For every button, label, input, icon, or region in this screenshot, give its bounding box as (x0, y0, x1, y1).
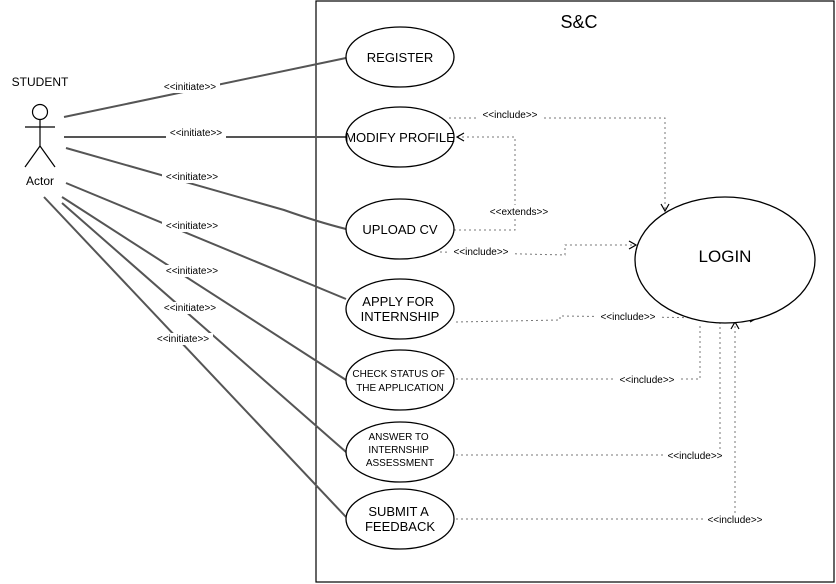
use-case-feedback-line-2: FEEDBACK (365, 519, 435, 534)
use-case-upload-cv-label: UPLOAD CV (362, 222, 437, 237)
initiate-labels: <<initiate>> <<initiate>> <<initiate>> <… (153, 81, 226, 345)
initiate-label-feedback: <<initiate>> (157, 334, 209, 345)
use-case-apply-line-1: APPLY FOR (362, 294, 434, 309)
actor-figure (24, 103, 56, 168)
assoc-answer (61, 202, 347, 453)
use-case-register-label: REGISTER (367, 50, 433, 65)
svg-text:SUBMIT A FEEDBACK: SUBMIT A FEEDBACK (365, 504, 435, 534)
assoc-feedback (43, 196, 347, 518)
initiate-label-upload: <<initiate>> (166, 172, 218, 183)
actor-name: Actor (26, 174, 54, 188)
use-case-answer-line-1: ANSWER TO (369, 432, 429, 443)
use-case-register: REGISTER (345, 26, 455, 88)
use-case-feedback: SUBMIT A FEEDBACK (345, 488, 455, 550)
initiate-label-check: <<initiate>> (166, 266, 218, 277)
include-apply-login (455, 313, 720, 323)
svg-text:ANSWER TO INTERNSHIP: ANSWER TO INTERNSHIP ASSESSMENT (366, 432, 434, 469)
use-case-apply-line-2: INTERNSHIP (361, 309, 440, 324)
include-upload-login (439, 240, 638, 256)
extends-label: <<extends>> (490, 207, 549, 218)
svg-text:CHECK STATUS OF THE APPL: CHECK STATUS OF THE APPLICATION (352, 369, 447, 394)
system-title: S&C (560, 12, 597, 32)
assoc-upload-cv (65, 147, 347, 230)
assoc-apply (65, 182, 347, 300)
use-case-feedback-line-1: SUBMIT A (368, 504, 429, 519)
initiate-label-answer: <<initiate>> (164, 303, 216, 314)
dependency-labels: <<include>> <<extends>> <<include>> <<in… (449, 109, 767, 526)
include-label-answer: <<include>> (667, 451, 722, 462)
extends-upload-modify (454, 132, 516, 231)
assoc-check-status (61, 196, 347, 381)
use-case-modify-profile-label: MODIFY PROFILE (345, 130, 455, 145)
svg-text:APPLY FOR INTERNSHIP: APPLY FOR INTERNSHIP (361, 294, 440, 324)
svg-text:MODIFY PROFILE: MODIFY PROFILE (345, 130, 455, 145)
include-label-apply: <<include>> (600, 312, 655, 323)
initiate-label-modify: <<initiate>> (170, 128, 222, 139)
use-case-upload-cv: UPLOAD CV (345, 198, 455, 260)
use-case-check-status-line-1: CHECK STATUS OF (352, 369, 444, 380)
include-feedback-login (456, 320, 740, 520)
initiate-label-apply: <<initiate>> (166, 221, 218, 232)
use-case-answer-line-3: ASSESSMENT (366, 458, 434, 469)
include-label-check: <<include>> (619, 375, 674, 386)
include-label-upload: <<include>> (453, 247, 508, 258)
initiate-label-register: <<initiate>> (164, 82, 216, 93)
use-case-answer: ANSWER TO INTERNSHIP ASSESSMENT (345, 421, 455, 483)
use-case-login: LOGIN (634, 196, 816, 324)
use-case-answer-line-2: INTERNSHIP (368, 445, 429, 456)
use-case-login-label: LOGIN (699, 247, 752, 266)
use-case-check-status: CHECK STATUS OF THE APPLICATION (345, 349, 455, 411)
svg-text:REGISTER: REGISTER (367, 50, 433, 65)
include-label-modify: <<include>> (482, 110, 537, 121)
use-case-check-status-line-2: THE APPLICATION (356, 383, 444, 394)
actor-title: STUDENT (12, 75, 69, 89)
include-check-login (456, 325, 701, 380)
associations (43, 57, 347, 518)
use-case-apply: APPLY FOR INTERNSHIP (345, 278, 455, 340)
svg-text:LOGIN: LOGIN (699, 247, 752, 266)
include-label-feedback: <<include>> (707, 515, 762, 526)
svg-text:UPLOAD CV: UPLOAD CV (362, 222, 437, 237)
use-case-modify-profile: MODIFY PROFILE (345, 106, 455, 168)
